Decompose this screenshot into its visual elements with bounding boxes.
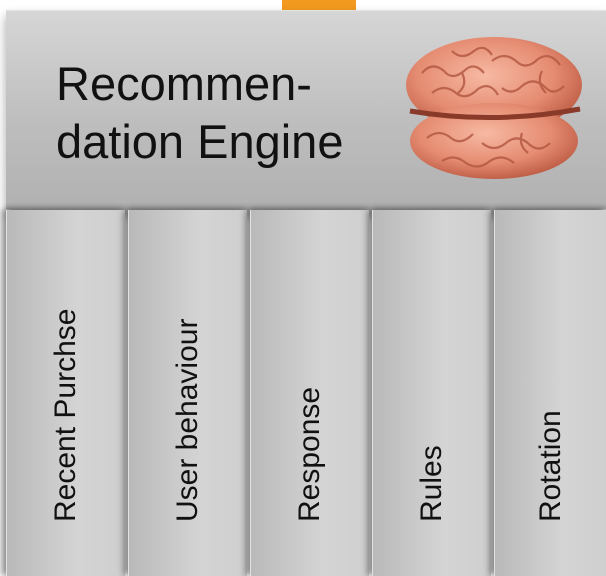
column-response: Response [250, 210, 369, 576]
column-rotation: Rotation [494, 210, 606, 576]
engine-title: Recommen- dation Engine [56, 57, 344, 168]
brain-icon [406, 37, 582, 179]
column-label-recent-purchase: Recent Purchse [49, 308, 82, 522]
column-label-rotation: Rotation [534, 410, 567, 522]
column-label-rules: Rules [415, 445, 448, 522]
column-label-user-behaviour: User behaviour [171, 318, 204, 522]
column-user-behaviour: User behaviour [128, 210, 247, 576]
column-label-response: Response [293, 386, 326, 522]
recommendation-engine-box: Recommen- dation Engine [6, 10, 606, 209]
column-recent-purchase: Recent Purchse [6, 210, 125, 576]
top-connector [282, 0, 356, 12]
column-rules: Rules [372, 210, 491, 576]
